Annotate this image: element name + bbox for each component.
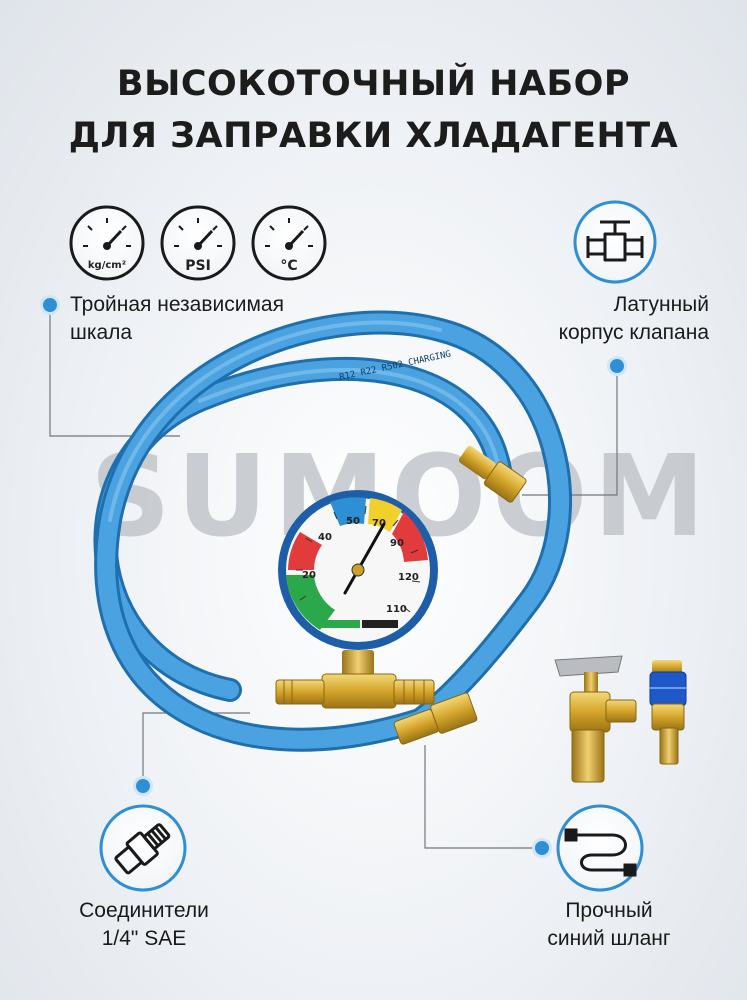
pressure-gauge: 20 40 50 70 90 120 110 xyxy=(278,490,438,650)
feature-connectors: Соединители 1/4" SAE xyxy=(60,897,228,953)
svg-text:50: 50 xyxy=(346,516,360,527)
svg-text:PSI: PSI xyxy=(185,258,211,274)
callout-dot-hose xyxy=(532,838,552,858)
feature-brass-valve: Латунный корпус клапана xyxy=(559,291,709,347)
feature-hose-line1: Прочный xyxy=(565,899,653,922)
feature-triple-scale-line2: шкала xyxy=(70,321,133,344)
can-tap-valve xyxy=(554,655,637,783)
gauge-psi-icon: PSI xyxy=(160,205,236,281)
hose-end-fitting xyxy=(458,445,527,503)
feature-connectors-line1: Соединители xyxy=(79,899,209,922)
headline-line1: ВЫСОКОТОЧНЫЙ НАБОР xyxy=(116,64,631,104)
headline: ВЫСОКОТОЧНЫЙ НАБОР ДЛЯ ЗАПРАВКИ ХЛАДАГЕН… xyxy=(0,58,747,162)
svg-text:70: 70 xyxy=(372,518,386,529)
quick-coupler xyxy=(649,660,687,765)
feature-triple-scale-line1: Тройная независимая xyxy=(70,293,284,316)
svg-text:120: 120 xyxy=(398,572,419,583)
svg-text:°C: °C xyxy=(280,258,297,274)
valve-icon xyxy=(573,200,657,284)
feature-hose: Прочный синий шланг xyxy=(520,897,698,953)
svg-text:kg/cm²: kg/cm² xyxy=(88,260,126,271)
tee-fitting xyxy=(275,650,435,709)
feature-brass-valve-line2: корпус клапана xyxy=(558,321,709,344)
connector-icon xyxy=(99,804,187,892)
svg-text:110: 110 xyxy=(386,604,407,615)
lower-hose-fitting xyxy=(393,692,478,745)
svg-text:90: 90 xyxy=(390,538,404,549)
headline-line2: ДЛЯ ЗАПРАВКИ ХЛАДАГЕНТА xyxy=(68,116,679,156)
feature-connectors-line2: 1/4" SAE xyxy=(101,927,187,950)
feature-triple-scale: Тройная независимая шкала xyxy=(70,291,284,347)
gauge-kgcm2-icon: kg/cm² xyxy=(69,205,145,281)
feature-hose-line2: синий шланг xyxy=(547,927,671,950)
callout-dot-valve xyxy=(607,356,627,376)
blue-hose xyxy=(93,310,572,752)
feature-brass-valve-line1: Латунный xyxy=(613,293,709,316)
hose-icon xyxy=(556,804,644,892)
svg-text:20: 20 xyxy=(302,570,316,581)
svg-text:40: 40 xyxy=(318,532,332,543)
callout-dot-scale xyxy=(40,295,60,315)
callout-dot-connectors xyxy=(133,776,153,796)
gauge-celsius-icon: °C xyxy=(251,205,327,281)
